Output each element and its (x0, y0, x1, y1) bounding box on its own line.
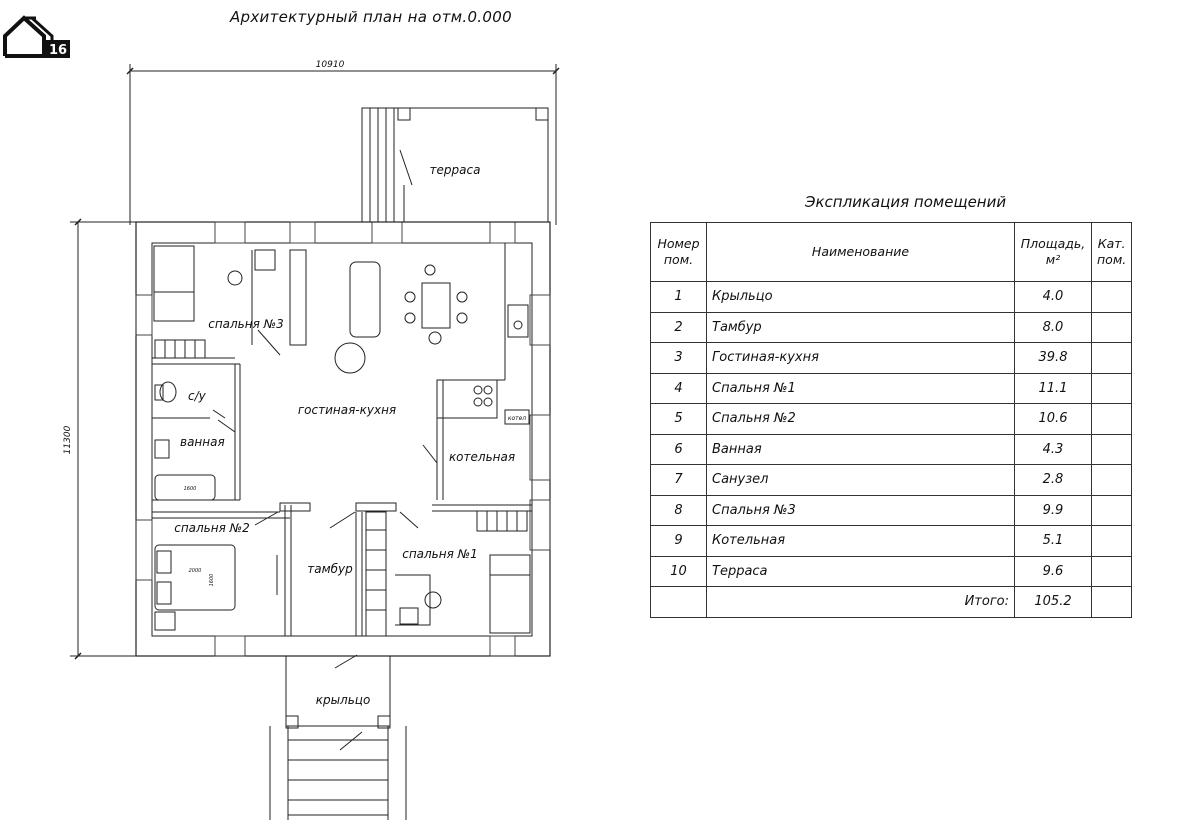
room-area-cell: 9.9 (1014, 494, 1092, 526)
wardrobes (154, 339, 528, 637)
dim-width-label: 10910 (316, 60, 345, 70)
logo-badge (46, 40, 70, 58)
table-header-row: Номер пом. Наименование Площадь, м² Кат.… (650, 222, 1133, 282)
living-furniture (334, 261, 530, 425)
room-category-cell (1090, 525, 1133, 557)
total-label-cell: Итого: (706, 586, 1015, 618)
room-label-vestibule: тамбур (307, 562, 353, 576)
explication-table: Номер пом. Наименование Площадь, м² Кат.… (650, 222, 1133, 618)
bedroom1-furniture (395, 554, 531, 634)
room-area-cell: 11.1 (1014, 372, 1092, 404)
dim-height-label: 11300 (63, 425, 73, 454)
room-area-cell: 39.8 (1014, 342, 1092, 374)
room-category-cell (1090, 494, 1133, 526)
room-name-cell: Котельная (706, 525, 1015, 557)
room-label-living-kitchen: гостиная-кухня (298, 403, 396, 417)
bedroom3-furniture (153, 245, 276, 322)
room-area-cell: 9.6 (1014, 555, 1092, 587)
room-name-cell: Тамбур (706, 311, 1015, 343)
inner-wall-line (151, 242, 533, 637)
room-label-bedroom3: спальня №3 (208, 317, 284, 331)
room-name-cell: Терраса (706, 555, 1015, 587)
total-category-cell (1090, 586, 1133, 618)
room-label-porch: крыльцо (316, 693, 371, 707)
header-area: Площадь, м² (1014, 222, 1092, 282)
terrace-structure (361, 107, 549, 223)
room-label-bedroom2: спальня №2 (174, 521, 250, 535)
room-label-terrace: терраса (430, 163, 481, 177)
header-name: Наименование (706, 222, 1015, 282)
room-number-cell: 10 (650, 555, 707, 587)
porch-structure (269, 655, 407, 820)
room-label-wc: с/у (188, 389, 207, 403)
logo-number: 16 (49, 43, 67, 58)
total-value-cell: 105.2 (1014, 586, 1092, 618)
windows (135, 221, 551, 657)
bedroom2-furniture (154, 544, 278, 631)
plan-title: Архитектурный план на отм.0.000 (230, 8, 512, 26)
room-area-cell: 5.1 (1014, 525, 1092, 557)
room-name-cell: Санузел (706, 464, 1015, 496)
room-number-cell: 7 (650, 464, 707, 496)
room-area-cell: 4.0 (1014, 281, 1092, 313)
room-label-boiler: котельная (449, 450, 515, 464)
room-category-cell (1090, 433, 1133, 465)
bath-size-label: 1600 (184, 486, 197, 492)
door-swings (212, 329, 438, 751)
room-number-cell: 6 (650, 433, 707, 465)
room-number-cell: 4 (650, 372, 707, 404)
boiler-unit-label: котел (508, 415, 526, 422)
house-logo-icon: 16 (3, 15, 70, 58)
room-category-cell (1090, 403, 1133, 435)
bath-furniture (154, 381, 216, 501)
room-category-cell (1090, 555, 1133, 587)
room-name-cell: Спальня №1 (706, 372, 1015, 404)
room-number-cell: 9 (650, 525, 707, 557)
room-number-cell: 1 (650, 281, 707, 313)
room-area-cell: 2.8 (1014, 464, 1092, 496)
room-area-cell: 8.0 (1014, 311, 1092, 343)
room-category-cell (1090, 342, 1133, 374)
room-number-cell: 2 (650, 311, 707, 343)
room-category-cell (1090, 372, 1133, 404)
table-total-row: Итого:105.2 (650, 586, 1133, 618)
room-name-cell: Гостиная-кухня (706, 342, 1015, 374)
left-dimension-line (70, 218, 136, 660)
floor-plan: 10910 11300 терраса спальня №3 гостиная-… (63, 60, 560, 820)
room-category-cell (1090, 311, 1133, 343)
room-name-cell: Спальня №3 (706, 494, 1015, 526)
room-name-cell: Крыльцо (706, 281, 1015, 313)
room-number-cell: 8 (650, 494, 707, 526)
top-dimension-line (126, 64, 560, 225)
bed-height-label: 1600 (209, 574, 215, 587)
room-number-cell: 5 (650, 403, 707, 435)
room-area-cell: 10.6 (1014, 403, 1092, 435)
header-number: Номер пом. (650, 222, 707, 282)
room-number-cell: 3 (650, 342, 707, 374)
room-label-bathroom: ванная (180, 435, 225, 449)
room-name-cell: Спальня №2 (706, 403, 1015, 435)
explication-title: Экспликация помещений (805, 193, 1007, 211)
header-category: Кат. пом. (1090, 222, 1133, 282)
total-empty-cell (650, 586, 707, 618)
room-name-cell: Ванная (706, 433, 1015, 465)
room-area-cell: 4.3 (1014, 433, 1092, 465)
bed-width-label: 2000 (189, 568, 202, 574)
room-category-cell (1090, 281, 1133, 313)
room-label-bedroom1: спальня №1 (402, 547, 478, 561)
room-category-cell (1090, 464, 1133, 496)
